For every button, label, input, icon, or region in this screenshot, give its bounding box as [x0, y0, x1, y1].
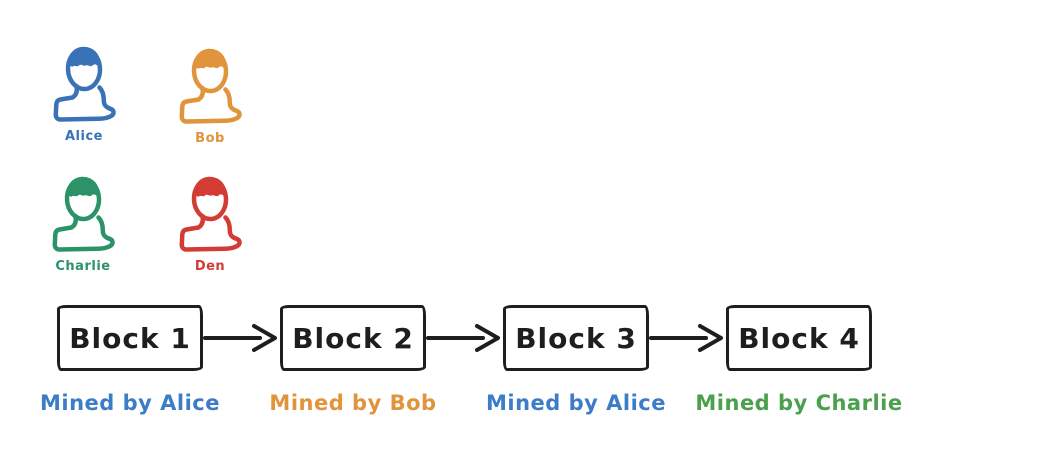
- person-icon: [177, 172, 243, 252]
- block-label: Block 3: [515, 321, 637, 355]
- person-icon: [50, 172, 116, 252]
- block-label: Block 1: [69, 321, 191, 355]
- person-bob: Bob: [174, 44, 246, 146]
- miner-label-block-3: Mined by Alice: [485, 391, 667, 415]
- person-alice: Alice: [48, 42, 120, 144]
- person-charlie: Charlie: [47, 172, 119, 274]
- block-3: Block 3: [503, 305, 649, 371]
- person-icon: [177, 44, 243, 124]
- block-1: Block 1: [57, 305, 203, 371]
- arrow-right-icon: [649, 324, 723, 352]
- person-name-label: Alice: [65, 129, 103, 144]
- block-2: Block 2: [280, 305, 426, 371]
- miner-label-block-1: Mined by Alice: [39, 391, 221, 415]
- block-label: Block 2: [292, 321, 414, 355]
- person-den: Den: [174, 172, 246, 274]
- arrow-right-icon: [203, 324, 277, 352]
- person-name-label: Den: [194, 259, 226, 274]
- person-icon: [51, 42, 117, 122]
- block-4: Block 4: [726, 305, 872, 371]
- block-label: Block 4: [738, 321, 860, 355]
- person-name-label: Charlie: [55, 259, 111, 274]
- miner-label-block-4: Mined by Charlie: [695, 391, 903, 415]
- arrow-right-icon: [426, 324, 500, 352]
- miner-label-block-2: Mined by Bob: [269, 391, 437, 415]
- person-name-label: Bob: [195, 131, 225, 146]
- blockchain-row: Block 1 Block 2 Block 3 Block 4: [57, 305, 872, 371]
